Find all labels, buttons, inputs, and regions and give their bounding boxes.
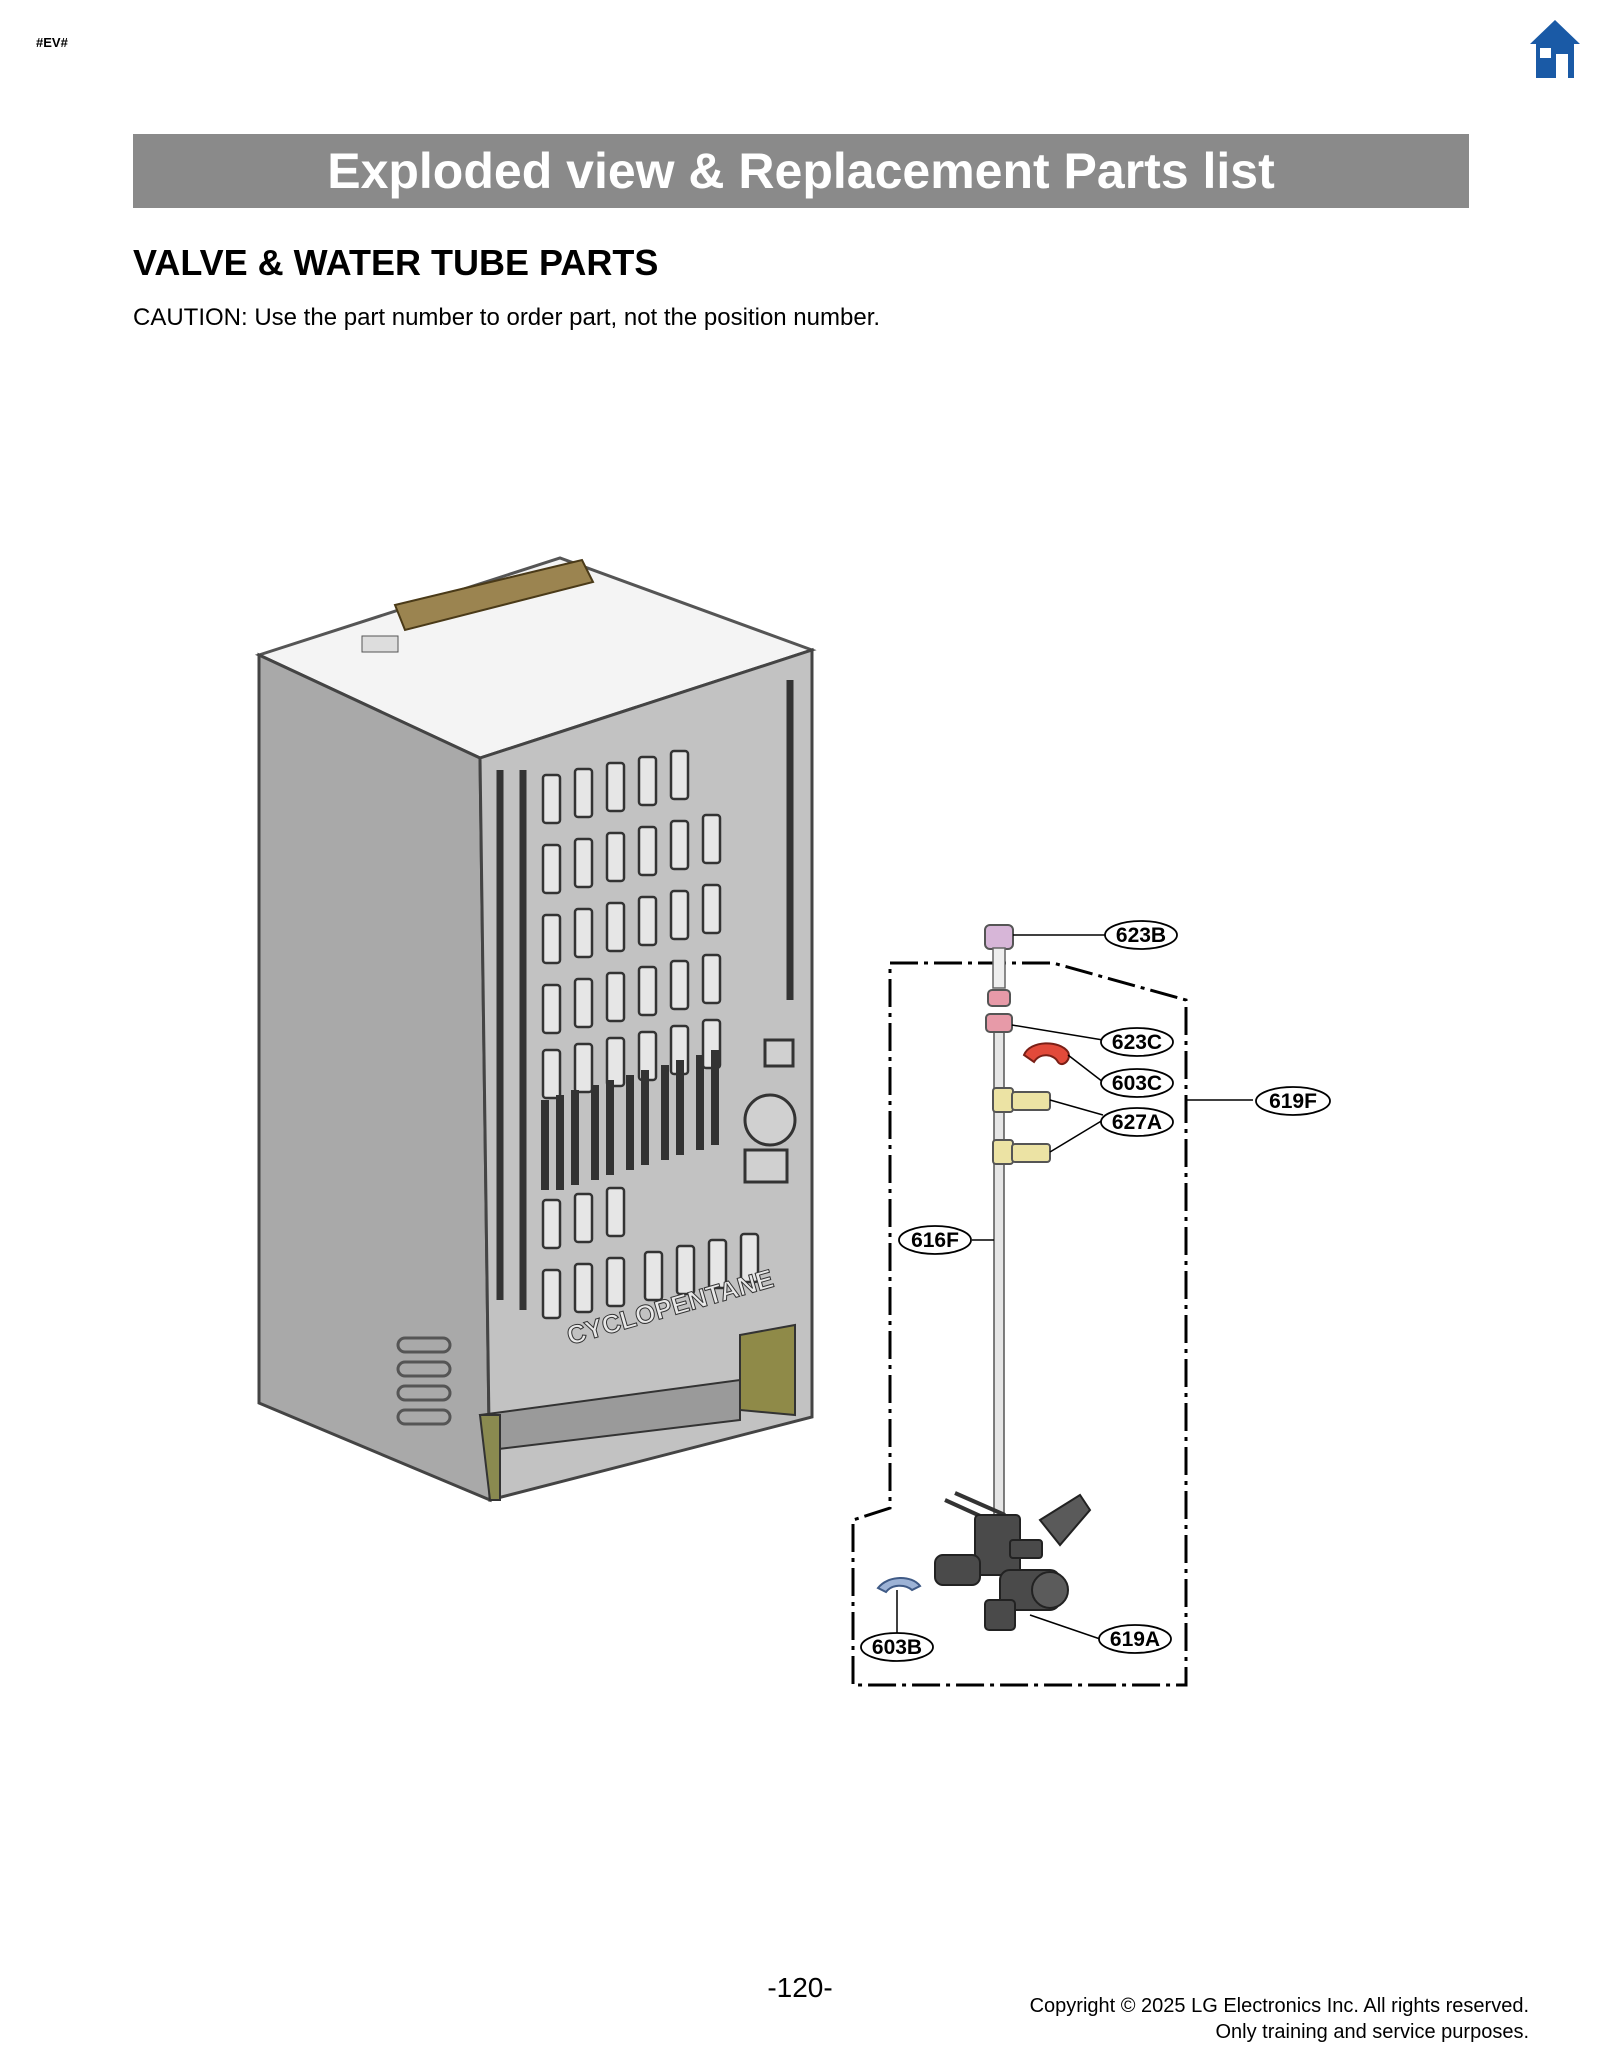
cabinet-slot: [541, 1198, 562, 1250]
caution-note: CAUTION: Use the part number to order pa…: [133, 304, 881, 331]
section-title: VALVE & WATER TUBE PARTS: [133, 242, 659, 283]
cabinet-slot: [573, 1192, 594, 1244]
callout-leaders: [896, 934, 1253, 1641]
copyright-line-2: Only training and service purposes.: [1215, 2021, 1530, 2043]
callout-623C: 623C: [1100, 1027, 1174, 1057]
valve-and-tube-parts: [876, 924, 1092, 1631]
cabinet-slot: [573, 1042, 594, 1094]
svg-text:623C: 623C: [1112, 1031, 1162, 1054]
cabinet-slot: [637, 965, 658, 1017]
cabinet-slot: [605, 1036, 626, 1088]
cabinet-slot: [701, 953, 722, 1005]
cabinet-slot: [739, 1232, 760, 1284]
callout-619A: 619A: [1098, 1624, 1172, 1654]
svg-text:623B: 623B: [1116, 924, 1166, 947]
page-banner-title: Exploded view & Replacement Parts list: [133, 134, 1469, 208]
cabinet-slot: [541, 843, 562, 895]
callout-627A: 627A: [1100, 1107, 1174, 1137]
cabinet-slot: [541, 983, 562, 1035]
cabinet-slot: [637, 825, 658, 877]
page-number: -120-: [767, 1972, 833, 2003]
assembly-boundary: [851, 961, 1188, 1687]
page-tag: #EV#: [36, 35, 68, 50]
callout-603C: 603C: [1100, 1068, 1174, 1098]
cabinet-slot: [637, 895, 658, 947]
callout-623B: 623B: [1104, 920, 1178, 950]
cabinet-slot: [669, 749, 690, 801]
cabinet-slot: [669, 889, 690, 941]
copyright-notice: Copyright © 2025 LG Electronics Inc. All…: [1030, 1993, 1529, 2045]
cabinet-slot: [701, 813, 722, 865]
cabinet-slot: [643, 1250, 664, 1302]
cabinet-slot: [541, 1268, 562, 1320]
cabinet-slot: [605, 1186, 626, 1238]
cabinet-slot: [701, 883, 722, 935]
cabinet-slot: [605, 831, 626, 883]
home-button[interactable]: [1528, 18, 1582, 80]
home-icon: [1530, 20, 1580, 78]
cabinet-slot: [541, 913, 562, 965]
callout-616F: 616F: [898, 1225, 972, 1255]
svg-text:619F: 619F: [1269, 1090, 1317, 1113]
svg-text:619A: 619A: [1110, 1628, 1160, 1651]
refrigerator-cabinet: CYCLOPENTANE: [254, 556, 817, 1503]
cabinet-slot: [573, 837, 594, 889]
cabinet-slot: [669, 819, 690, 871]
cabinet-slot: [541, 773, 562, 825]
cabinet-slot: [605, 761, 626, 813]
cabinet-slot: [669, 959, 690, 1011]
cabinet-slot: [573, 907, 594, 959]
copyright-line-1: Copyright © 2025 LG Electronics Inc. All…: [1029, 1995, 1529, 2017]
cabinet-slot: [573, 767, 594, 819]
cabinet-slot: [605, 901, 626, 953]
callout-603B: 603B: [860, 1632, 934, 1662]
cabinet-slot: [707, 1238, 728, 1290]
cabinet-slot: [605, 971, 626, 1023]
cabinet-slot: [637, 755, 658, 807]
cabinet-slot: [573, 977, 594, 1029]
callout-619F: 619F: [1255, 1086, 1331, 1116]
cabinet-slot: [675, 1244, 696, 1296]
svg-text:627A: 627A: [1112, 1111, 1162, 1134]
svg-text:616F: 616F: [911, 1229, 959, 1252]
cabinet-slot: [541, 1048, 562, 1100]
svg-text:603C: 603C: [1112, 1072, 1162, 1095]
cabinet-slot: [605, 1256, 626, 1308]
svg-text:603B: 603B: [872, 1636, 922, 1659]
cabinet-slot: [573, 1262, 594, 1314]
